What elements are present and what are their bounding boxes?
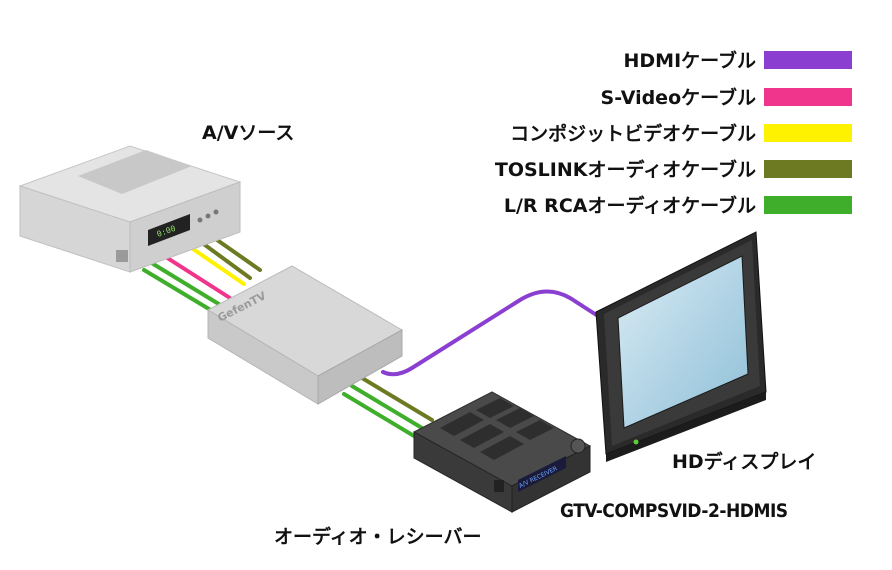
rca-cable-in-1 — [148, 260, 224, 308]
legend-label-toslink: TOSLINKオーディオケーブル — [494, 159, 756, 181]
model-label: GTV-COMPSVID-2-HDMIS — [560, 500, 788, 522]
legend-swatch-toslink — [764, 159, 852, 178]
hd-display — [595, 231, 767, 462]
converter-front — [317, 329, 403, 405]
receiver-vents — [440, 398, 554, 460]
legend-item-hdmi: HDMIケーブル — [623, 46, 852, 73]
av-source-label: A/Vソース — [202, 122, 295, 144]
source-top-stripe — [78, 150, 192, 194]
legend-label-hdmi: HDMIケーブル — [623, 50, 756, 72]
receiver-label: オーディオ・レシーバー — [274, 526, 482, 548]
display-bottom-edge — [606, 392, 766, 462]
source-button-3 — [213, 209, 219, 215]
legend-swatch-rca — [764, 195, 852, 214]
source-button-2 — [205, 213, 211, 219]
source-front-display — [148, 214, 190, 246]
display-power-led — [633, 439, 639, 445]
rca-cable-in-2 — [142, 268, 216, 314]
rca-cable-out-2 — [342, 392, 416, 438]
receiver-display — [518, 456, 566, 492]
legend-label-rca: L/R RCAオーディオケーブル — [503, 195, 756, 217]
legend-swatch-svideo — [764, 87, 852, 106]
av-source-device: 0:00 — [18, 145, 242, 273]
legend-swatch-composite — [764, 123, 852, 142]
source-button-1 — [197, 217, 203, 223]
rca-cable-out-1 — [350, 384, 424, 430]
legend-item-rca: L/R RCAオーディオケーブル — [504, 191, 852, 218]
legend-swatch-hdmi — [764, 50, 852, 69]
legend-item-toslink: TOSLINKオーディオケーブル — [495, 155, 852, 182]
source-vent — [116, 250, 128, 262]
legend-label-svideo: S-Videoケーブル — [600, 87, 756, 109]
svideo-cable-in — [156, 250, 232, 300]
legend-item-svideo: S-Videoケーブル — [601, 83, 852, 110]
hd-display-label: HDディスプレイ — [672, 451, 817, 473]
converter-box: GefenTV — [206, 265, 404, 405]
legend-item-composite: コンポジットビデオケーブル — [510, 119, 852, 146]
audio-receiver: A/V RECEIVER — [412, 391, 592, 513]
display-screen — [617, 255, 749, 429]
receiver-cables — [342, 376, 434, 438]
receiver-port — [494, 480, 504, 492]
hdmi-cable — [381, 289, 600, 377]
legend-label-composite: コンポジットビデオケーブル — [510, 123, 756, 145]
toslink-cable-out — [360, 376, 434, 422]
receiver-volume-knob — [570, 438, 586, 454]
